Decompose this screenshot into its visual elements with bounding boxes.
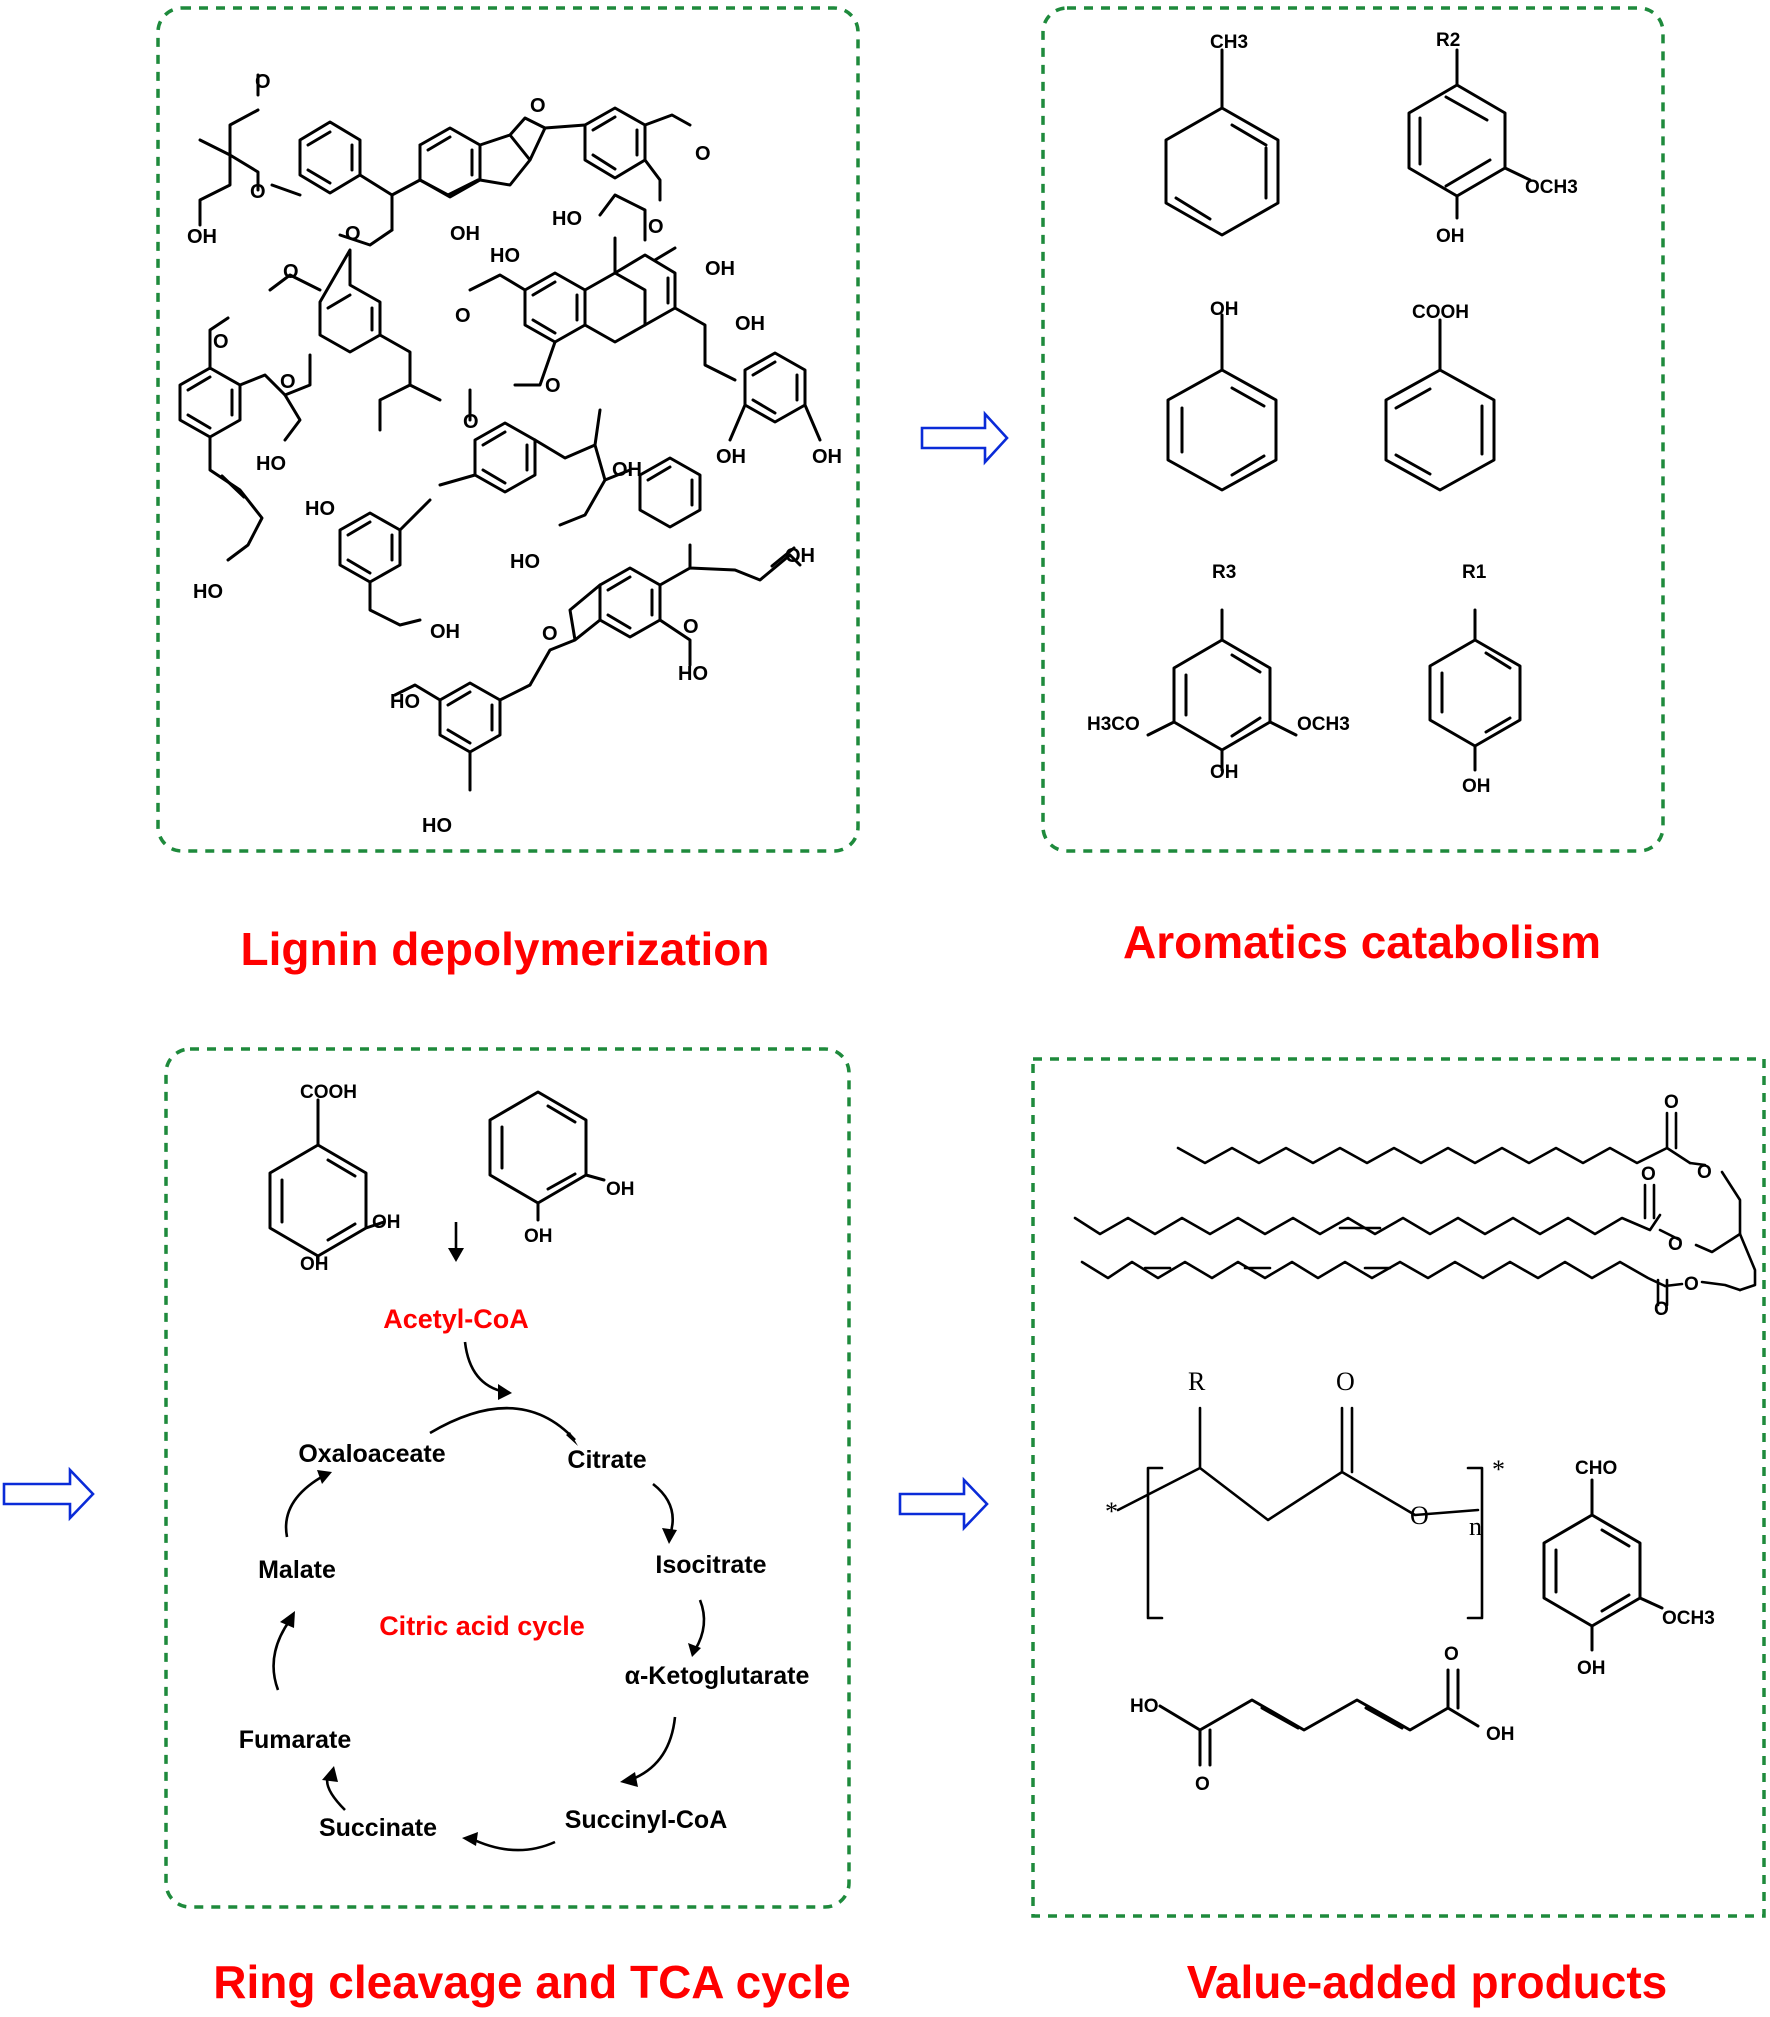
lignin-o-4: O: [695, 143, 711, 165]
ch3-label: CH3: [1210, 32, 1248, 53]
metabolite-succinate: Succinate: [319, 1814, 437, 1842]
metabolite-oxaloaceate: Oxaloaceate: [298, 1440, 445, 1468]
pha-n-label: n: [1469, 1512, 1482, 1541]
lignin-oh-17: HO: [422, 815, 452, 837]
lignin-oh-2: OH: [450, 223, 480, 245]
metabolite-citrate: Citrate: [567, 1446, 646, 1474]
pha-star-1: *: [1105, 1497, 1118, 1526]
tca-oh-label-4: OH: [524, 1226, 553, 1247]
metabolite-alpha-ketoglutarate: α-Ketoglutarate: [625, 1662, 810, 1690]
tg-o-2: O: [1697, 1162, 1712, 1183]
caption-lignin: Lignin depolymerization: [240, 923, 769, 975]
acetyl-coa-label: Acetyl-CoA: [383, 1304, 529, 1334]
oh-label-1: OH: [1436, 226, 1465, 247]
arrow-3: [898, 1476, 989, 1532]
och3-label-2: OCH3: [1297, 714, 1350, 735]
products-panel-box: [1031, 1057, 1766, 1918]
lignin-o-14: O: [542, 623, 558, 645]
arrow-1: [920, 410, 1009, 466]
lignin-oh-3: HO: [552, 208, 582, 230]
aromatics-structures: CH3 R2 OCH3 OH OH COOH R3 H3CO OCH3 OH R…: [1087, 30, 1578, 797]
r2-label: R2: [1436, 30, 1460, 51]
lignin-o-12: O: [463, 411, 479, 433]
lignin-o-10: O: [213, 331, 229, 353]
cooh-label-1: COOH: [1412, 302, 1469, 323]
tca-panel-box: [164, 1047, 851, 1909]
tg-o-3: O: [1641, 1164, 1656, 1185]
oh-label-2: OH: [1210, 299, 1239, 320]
lignin-o-3: O: [530, 95, 546, 117]
products-structures: O O O O O O R O O n * * CHO OCH3 OH HO O…: [1073, 1092, 1757, 1795]
muconic-oh-label: OH: [1486, 1724, 1515, 1745]
lignin-o-11: O: [280, 371, 296, 393]
muconic-o-label-1: O: [1195, 1774, 1210, 1795]
tca-oh-label-2: OH: [300, 1254, 329, 1275]
r3-label: R3: [1212, 562, 1236, 583]
vanillin-cho-label: CHO: [1575, 1458, 1617, 1479]
lignin-o-5: O: [648, 216, 664, 238]
lignin-oh-11: HO: [305, 498, 335, 520]
lignin-oh-15: OH: [785, 545, 815, 567]
muconic-ho-label: HO: [1130, 1696, 1159, 1717]
lignin-oh-14: OH: [430, 621, 460, 643]
tg-o-4: O: [1668, 1234, 1683, 1255]
lignin-oh-7: HO: [256, 453, 286, 475]
tg-o-1: O: [1664, 1092, 1679, 1113]
h3co-label: H3CO: [1087, 714, 1140, 735]
citric-acid-cycle-label: Citric acid cycle: [379, 1611, 585, 1641]
pha-r-label: R: [1188, 1367, 1206, 1396]
tg-o-6: O: [1654, 1299, 1669, 1320]
tg-o-5: O: [1684, 1274, 1699, 1295]
och3-label-1: OCH3: [1525, 177, 1578, 198]
lignin-oh-5: OH: [705, 258, 735, 280]
arrow-2: [2, 1466, 95, 1522]
tca-structures: COOH OH OH OH OH Acetyl-CoA Citric acid …: [239, 1082, 810, 1852]
lignin-oh-1: OH: [187, 226, 217, 248]
lignin-structure: O O OH O O O OH O HO HO OH OH O O O O O …: [178, 71, 842, 837]
lignin-o-7: O: [283, 261, 299, 283]
caption-ring-cleavage: Ring cleavage and TCA cycle: [213, 1956, 850, 2008]
pha-star-2: *: [1492, 1455, 1505, 1484]
lignin-oh-6: OH: [735, 313, 765, 335]
pha-o-label-2: O: [1410, 1501, 1429, 1530]
lignin-oh-4: HO: [490, 245, 520, 267]
lignin-o-8: O: [455, 305, 471, 327]
lignin-o-15: HO: [390, 691, 420, 713]
metabolite-fumarate: Fumarate: [239, 1726, 352, 1754]
lignin-oh-8: OH: [716, 446, 746, 468]
lignin-oh-13: HO: [510, 551, 540, 573]
lignin-oh-12: OH: [612, 459, 642, 481]
lignin-oh-9: OH: [812, 446, 842, 468]
lignin-o-13: O: [683, 616, 699, 638]
vanillin-oh-label: OH: [1577, 1658, 1606, 1679]
lignin-o-6: O: [345, 223, 361, 245]
r1-label: R1: [1462, 562, 1487, 583]
lignin-o-2: O: [250, 181, 266, 203]
muconic-o-label-2: O: [1444, 1644, 1459, 1665]
metabolite-succinyl-coa: Succinyl-CoA: [565, 1806, 728, 1834]
aromatics-panel-box: [1041, 6, 1665, 853]
metabolite-isocitrate: Isocitrate: [655, 1551, 766, 1579]
pha-o-label-1: O: [1336, 1367, 1355, 1396]
oh-label-3: OH: [1210, 762, 1239, 783]
tca-oh-label-3: OH: [606, 1179, 635, 1200]
lignin-o-1: O: [255, 71, 271, 93]
lignin-panel-box: [156, 6, 860, 853]
lignin-oh-10: HO: [193, 581, 223, 603]
caption-value-added: Value-added products: [1187, 1956, 1668, 2008]
tca-oh-label-1: OH: [372, 1212, 401, 1233]
oh-label-4: OH: [1462, 776, 1491, 797]
tca-cooh-label: COOH: [300, 1082, 357, 1103]
metabolite-malate: Malate: [258, 1556, 336, 1584]
caption-aromatics: Aromatics catabolism: [1123, 916, 1601, 968]
vanillin-och3-label: OCH3: [1662, 1608, 1715, 1629]
lignin-o-9: O: [545, 375, 561, 397]
lignin-oh-16: HO: [678, 663, 708, 685]
